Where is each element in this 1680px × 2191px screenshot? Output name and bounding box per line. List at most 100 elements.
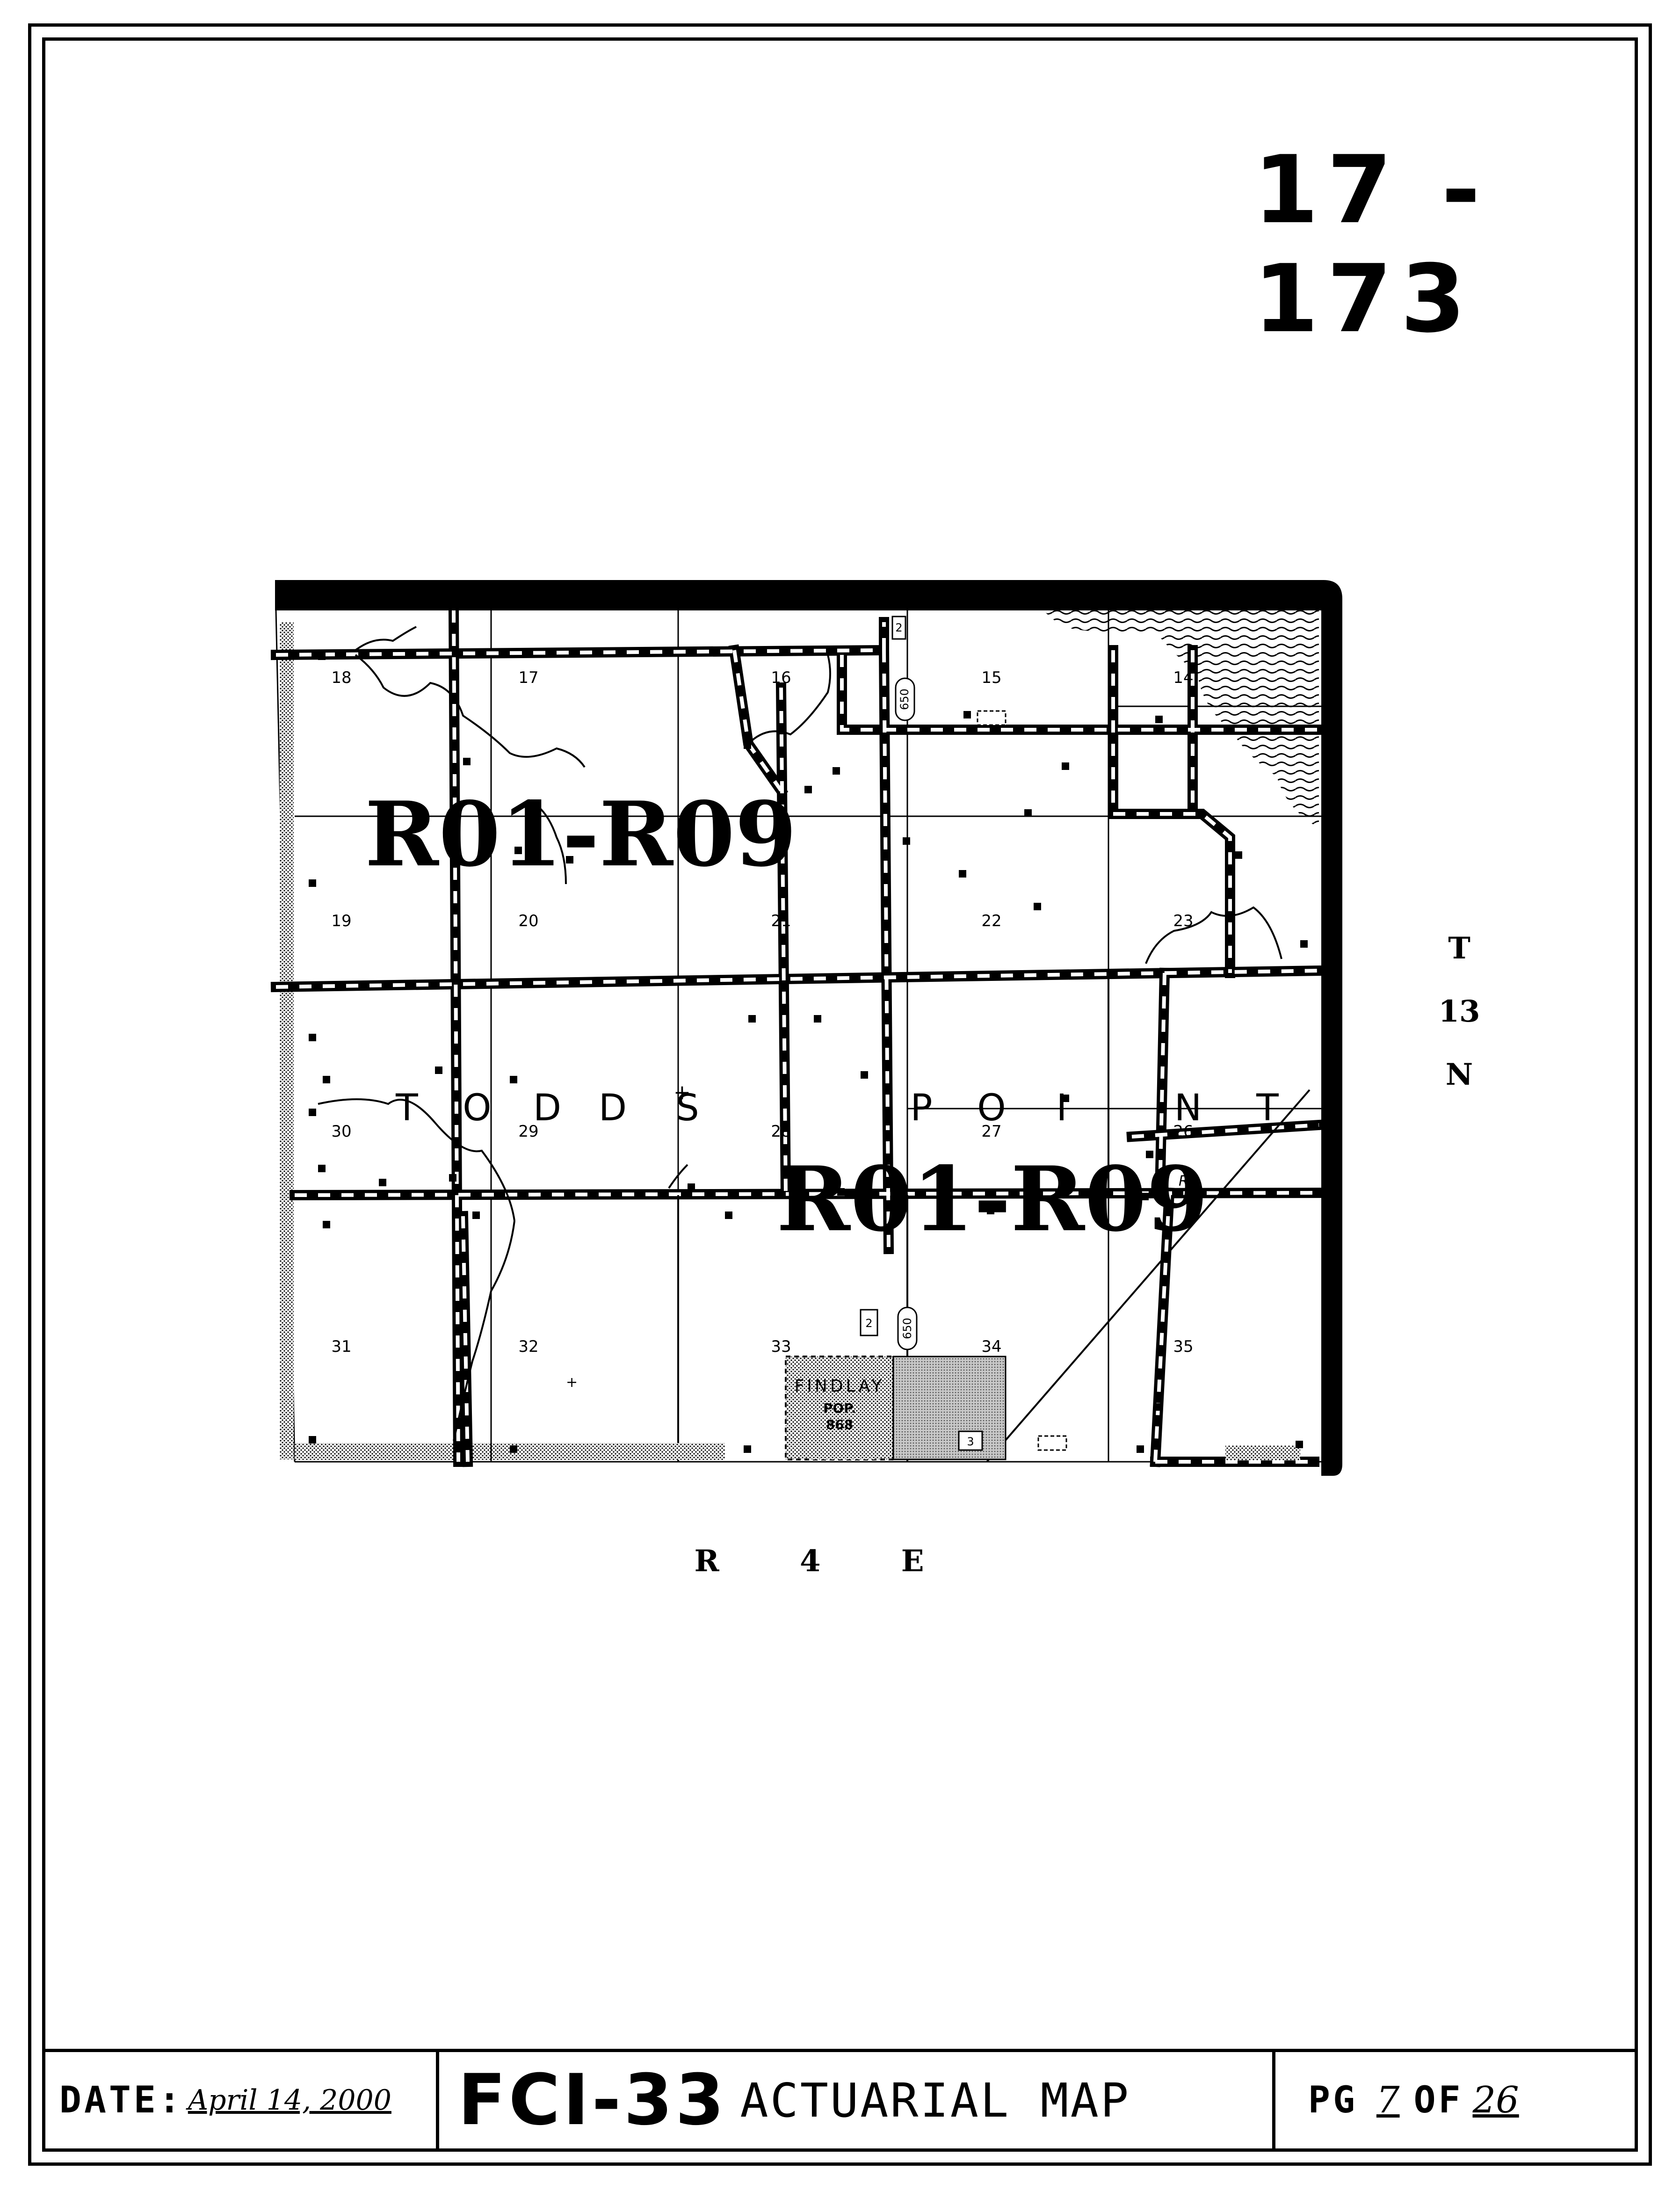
outer-border [28,23,1652,2166]
section-number: 20 [518,912,538,930]
county-route-shield [895,677,915,721]
zone-label: R01-R09 [365,782,797,886]
farmstead-marker [861,1071,868,1079]
section-number: 35 [1173,1337,1193,1356]
map-area: RR FINDLAY POP. 868 2 650 2 [267,566,1380,1495]
date-cell: DATE: April 14, 2000 [45,2052,439,2148]
farmstead-marker [510,1445,517,1453]
farmstead-marker [379,1179,386,1186]
state-route-shield [891,616,906,640]
farmstead-marker [837,1188,845,1196]
farmstead-marker [748,1015,756,1023]
page-of-label: OF [1413,2079,1463,2121]
route-shields: 2 650 2 650 3 [860,616,983,1451]
range-label: R 4 E [694,1544,924,1579]
section-number: 16 [771,668,791,687]
section-number: 14 [1173,668,1193,687]
farmstead-marker [309,1034,316,1041]
section-number: 18 [331,668,351,687]
lake [1043,610,1319,828]
township-name-letter: S [676,1087,699,1129]
cemetery-symbols [977,710,1067,1451]
farmstead-marker [323,1221,330,1228]
township-name-letter: I [1056,1087,1067,1129]
stippled-boundary [669,1443,725,1460]
stippled-boundary [295,1443,669,1460]
township-name-letter: D [533,1087,561,1129]
section-number: 23 [1173,912,1193,930]
section-number: 32 [518,1337,538,1356]
town-pop-label: POP. [823,1400,856,1416]
church-symbol: + [566,1374,578,1391]
route-number: 650 [901,1318,914,1339]
section-number: 26 [1173,1122,1193,1141]
date-value: April 14, 2000 [188,2084,391,2117]
farmstead-marker [318,653,326,660]
farmstead-marker [510,1076,517,1083]
form-code: FCI-33 [458,2060,727,2141]
township-name-letter: O [463,1087,491,1129]
farmstead-marker [1155,716,1163,723]
section-number: 29 [518,1122,538,1141]
route-number: 2 [895,621,902,634]
route-number: 650 [898,689,911,710]
farmstead-marker [804,786,812,793]
farmstead-marker [1300,940,1308,948]
route-number: 2 [865,1317,872,1330]
section-number: 22 [981,912,1001,930]
farmstead-marker [1235,851,1242,859]
farmstead-marker [1062,762,1069,770]
farmstead-marker [903,837,910,845]
farmstead-marker [744,741,751,749]
state-route-shield [860,1309,878,1336]
section-number: 28 [771,1122,791,1141]
township-number: 13 [1438,994,1480,1029]
farmstead-marker [833,767,840,775]
railroad-label: RR [1179,1173,1198,1190]
section-number: 34 [981,1337,1001,1356]
church-symbol: + [673,1081,691,1104]
farmstead-marker [1141,1193,1149,1200]
sheet-id: 17 - 173 [1253,136,1489,354]
town-pop-value: 868 [826,1417,853,1432]
township-letter: T [1448,931,1470,966]
farmstead-marker [1296,1441,1303,1448]
farmstead-marker [435,1066,442,1074]
state-route-shield [958,1430,983,1451]
township-name-letter: D [599,1087,627,1129]
farmstead-marker [472,1212,480,1219]
farmstead-marker [1024,809,1032,817]
stippled-boundary [280,622,294,1459]
page-cell: PG 7 OF 26 [1275,2052,1635,2148]
farmstead-marker [514,847,522,854]
farmstead-marker [566,856,573,863]
township-name-letter: P [910,1087,932,1129]
farmstead-marker [1146,1151,1153,1158]
township-map: RR FINDLAY POP. 868 2 650 2 [267,580,1342,1476]
page-total: 26 [1472,2079,1519,2121]
streams [318,626,1282,1441]
stippled-boundary [1225,1445,1300,1460]
township-name-letter: T [395,1087,418,1129]
inner-border [42,37,1638,2152]
section-number: 30 [331,1122,351,1141]
railroad-line [986,1089,1311,1463]
farmstead-marker [318,1165,326,1172]
section-number: 15 [981,668,1001,687]
section-number: 31 [331,1337,351,1356]
town-name: FINDLAY [795,1377,885,1396]
zone-label: R01-R09 [776,1147,1208,1251]
title-cell: FCI-33 ACTUARIAL MAP [439,2052,1275,2148]
farmsteads [309,653,1308,1453]
farmstead-marker [1034,903,1041,910]
farmstead-marker [309,1436,316,1444]
farmstead-marker [814,1015,821,1023]
farmstead-marker [1155,1403,1163,1411]
section-number: 19 [331,912,351,930]
farmstead-marker [959,870,966,878]
township-direction: N [1445,1057,1473,1092]
town-block [892,1356,1007,1460]
township-name-letter: N [1174,1087,1202,1129]
